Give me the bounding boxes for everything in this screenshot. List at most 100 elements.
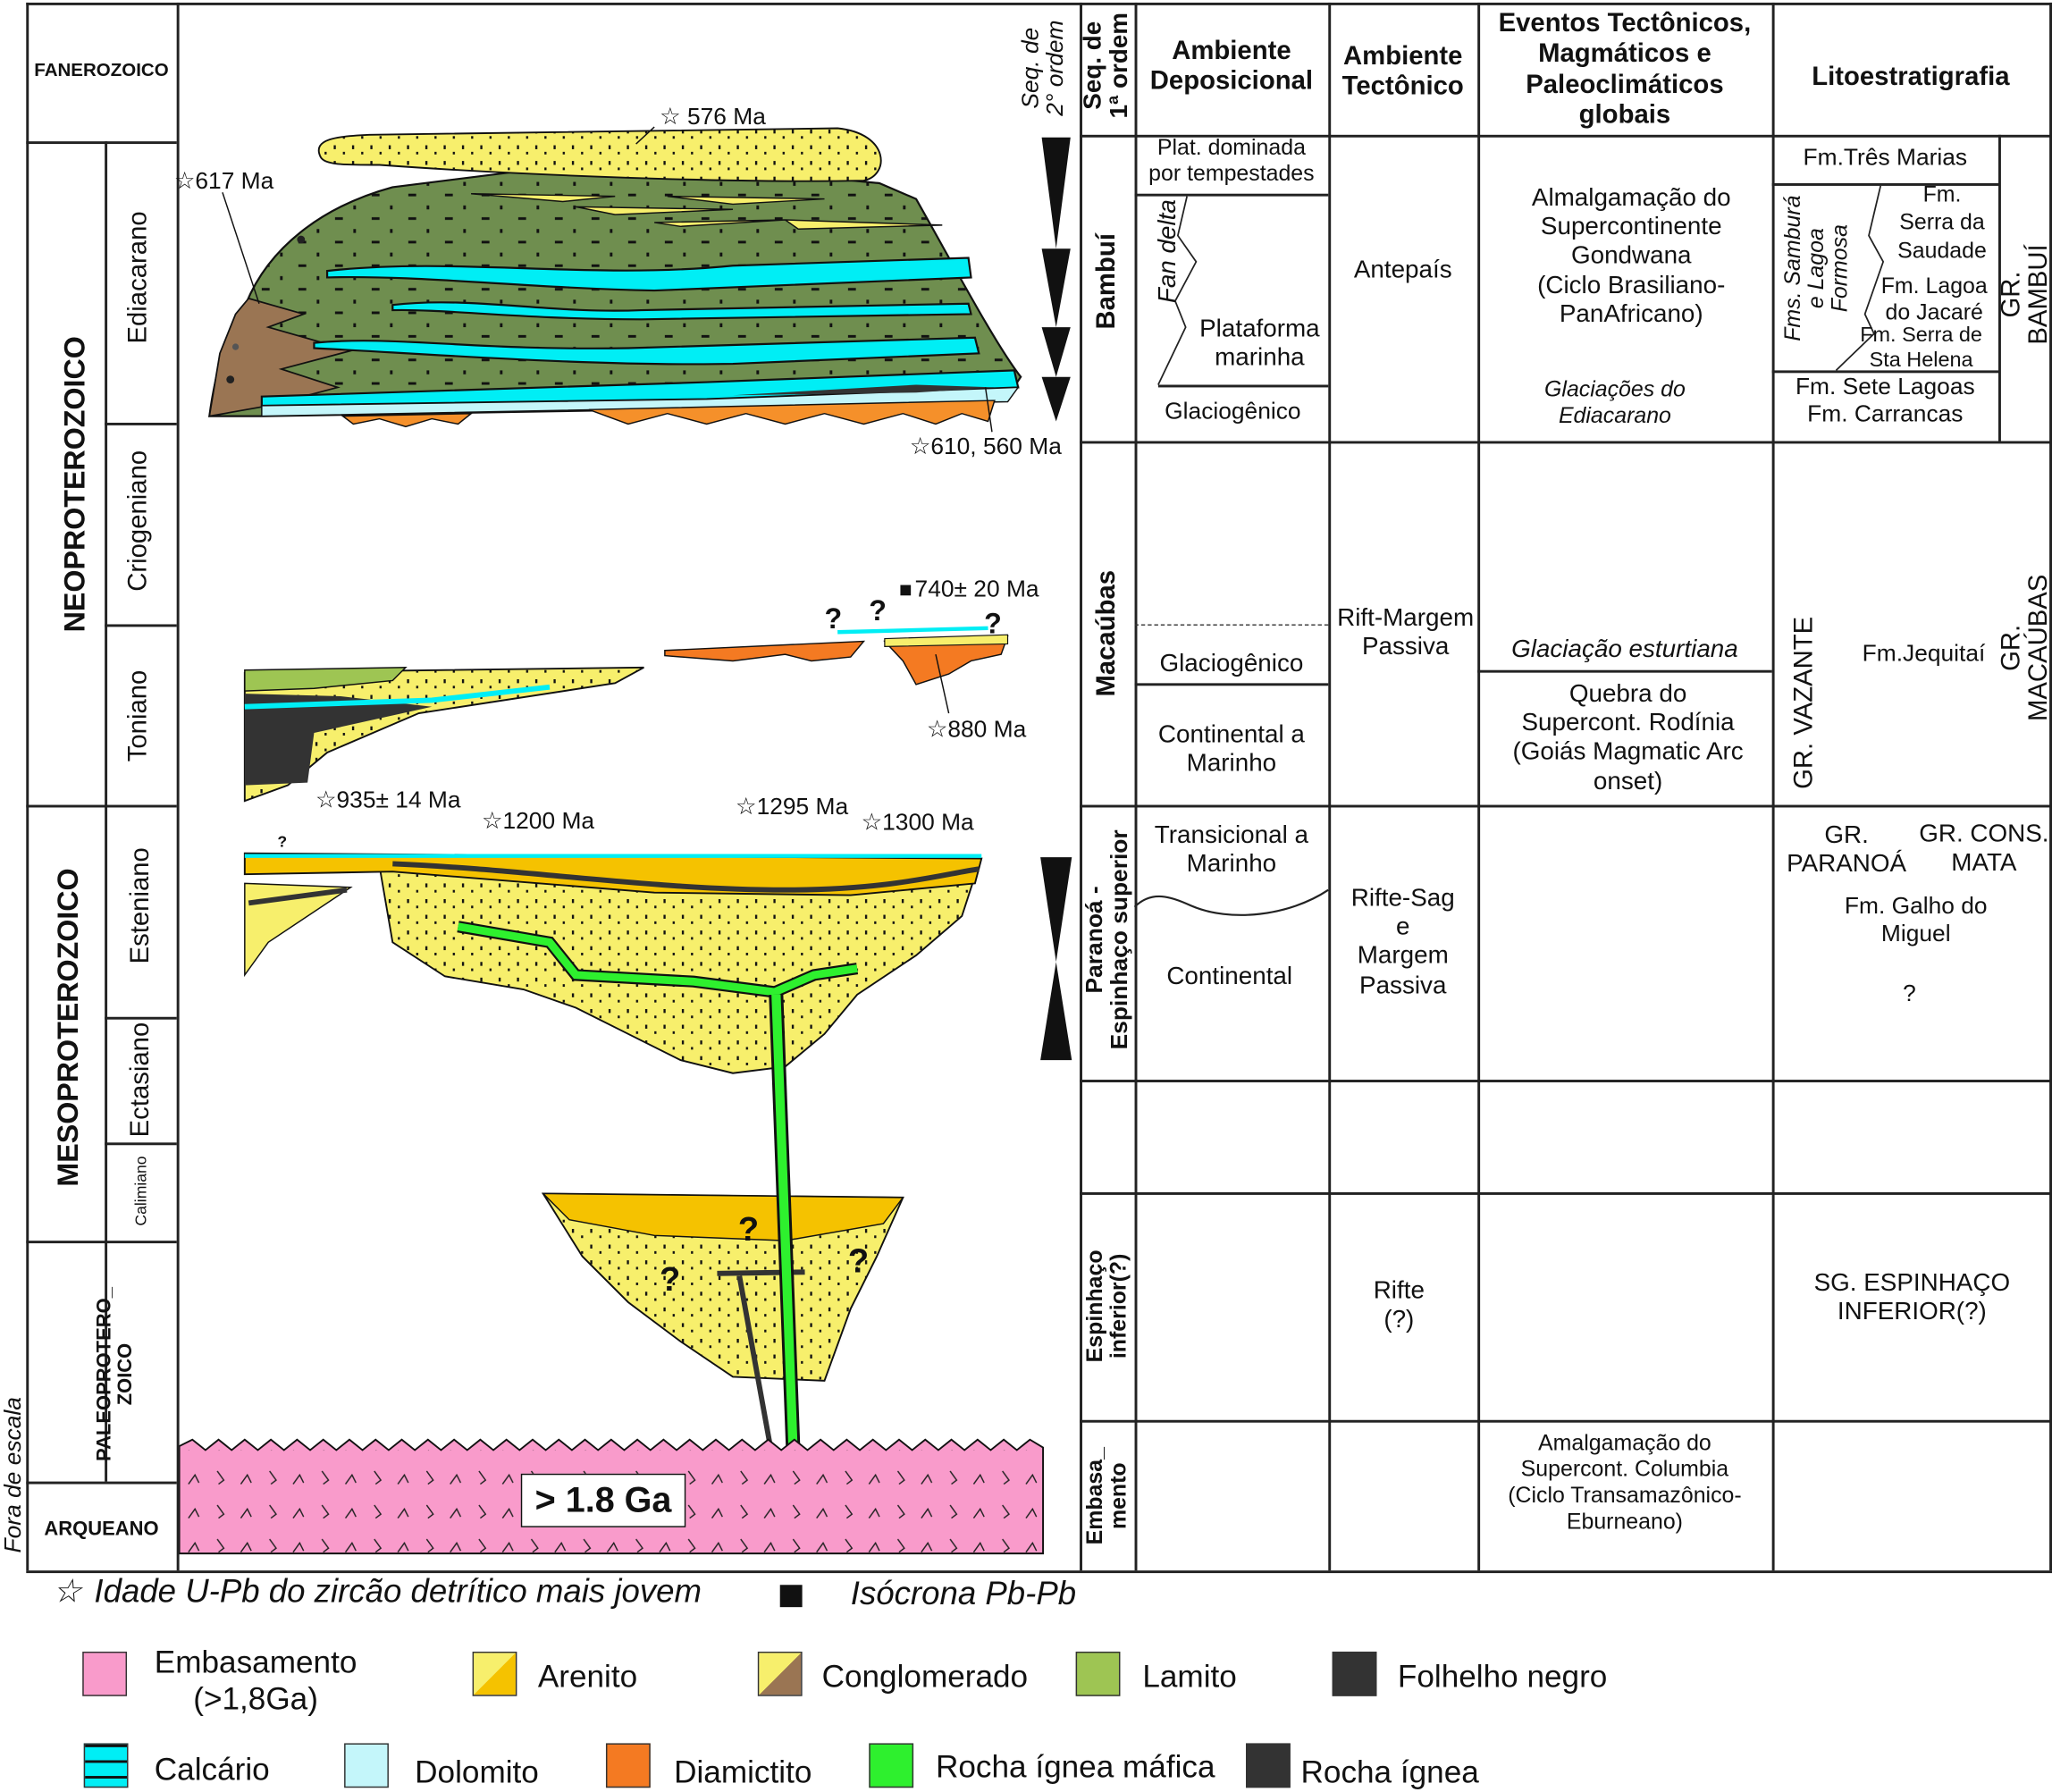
header-ambiente-tectonico: Ambiente Tectônico — [1341, 41, 1464, 102]
legend-square-label: Isócrona Pb-Pb — [850, 1576, 1077, 1613]
lito-gr-macaubas: GR. MACAÚBAS — [1997, 574, 2052, 722]
conglomerado-swatch-icon — [757, 1651, 803, 1696]
event-glaciacoes-ediacarano: Glaciações do Ediacarano — [1544, 376, 1686, 428]
lito-gr-cons-mata: GR. CONS. MATA — [1919, 820, 2049, 878]
legend-lamito: Lamito — [1142, 1659, 1237, 1695]
isochron-square-icon — [900, 585, 912, 596]
lito-serra-sta-helena: Fm. Serra de Sta Helena — [1860, 324, 1982, 373]
scale-note: Fora de escala — [0, 1397, 26, 1553]
legend-calcario: Calcário — [154, 1752, 270, 1788]
lito-serra-saudade: Fm. Serra da Saudade — [1897, 181, 1987, 263]
lito-gr-bambui: GR. BAMBUÍ — [1997, 244, 2052, 345]
header-eventos: Eventos Tectônicos, Magmáticos e Paleocl… — [1498, 9, 1752, 130]
seq-paranoa-espinhaco-superior: Paranoá - Espinhaço superior — [1081, 829, 1132, 1050]
sandstone-orange — [243, 852, 983, 896]
dolomite-band — [261, 386, 1020, 417]
age-label: ☆1200 Ma — [481, 807, 595, 834]
legend-rocha-ignea-mafica: Rocha ígnea máfica — [935, 1749, 1215, 1786]
lito-jequitai: Fm.Jequitaí — [1862, 640, 1986, 667]
diamictito-swatch-icon — [605, 1743, 651, 1788]
tect-rift-margem-passiva: Rift-Margem Passiva — [1337, 604, 1475, 661]
tect-rifte: Rifte (?) — [1373, 1277, 1425, 1334]
sequence-hourglass-icon — [1040, 857, 1072, 1061]
black-shale — [244, 694, 433, 786]
lito-sg-espinhaco-inferior: SG. ESPINHAÇO INFERIOR(?) — [1813, 1269, 2011, 1326]
black-shale-lens — [733, 384, 995, 396]
legend-arenito: Arenito — [537, 1659, 638, 1695]
age-label: ☆ 576 Ma — [660, 103, 766, 130]
dep-glaciogenico: Glaciogênico — [1159, 650, 1304, 678]
second-order-sequence-label: Seq. de 2° ordem — [1016, 20, 1068, 116]
period-ediacarano: Ediacarano — [123, 211, 153, 344]
dep-glaciogenico: Glaciogênico — [1165, 398, 1301, 425]
lito-sete-lagoas-carrancas: Fm. Sete Lagoas Fm. Carrancas — [1795, 373, 1975, 427]
period-calimiano: Calimiano — [131, 1156, 150, 1226]
limestone-band — [313, 336, 980, 366]
legend-star-symbol: ☆ — [52, 1573, 82, 1611]
tect-rifte-sag: Rifte-Sag e Margem Passiva — [1350, 884, 1455, 1000]
dep-continental: Continental — [1166, 963, 1293, 991]
legend-dolomito: Dolomito — [415, 1754, 539, 1791]
legend-star-label: Idade U-Pb do zircão detrítico mais jove… — [94, 1573, 702, 1611]
event-gondwana: Almalgamação do Supercontinente Gondwana… — [1531, 184, 1731, 329]
embasamento-swatch-icon — [82, 1651, 128, 1696]
legend-rocha-ignea: Rocha ígnea — [1300, 1754, 1479, 1791]
arenito-swatch-icon — [472, 1651, 517, 1696]
question-mark: ? — [277, 832, 288, 851]
header-litoestratigrafia: Litoestratigrafia — [1812, 63, 2010, 92]
dep-plataforma-tempestades: Plat. dominada por tempestades — [1148, 134, 1315, 186]
question-mark: ? — [869, 593, 887, 627]
folhelho-swatch-icon — [1332, 1651, 1377, 1696]
age-label: ☆1295 Ma — [735, 793, 849, 820]
lito-tres-marias: Fm.Três Marias — [1803, 144, 1968, 171]
age-label: ☆610, 560 Ma — [909, 433, 1062, 459]
event-columbia: Amalgamação do Supercont. Columbia (Cicl… — [1508, 1430, 1742, 1534]
lito-unknown: ? — [1903, 980, 1916, 1007]
seq-bambui: Bambuí — [1091, 233, 1122, 330]
period-ectasiano: Ectasiano — [126, 1022, 156, 1138]
dolomito-swatch-icon — [344, 1743, 389, 1788]
question-mark: ? — [737, 1209, 760, 1249]
sequence-arrow-icon — [1041, 137, 1071, 422]
question-mark: ? — [824, 602, 843, 635]
basement-age-label: > 1.8 Ga — [520, 1473, 686, 1527]
lito-gr-paranoa: GR. PARANOÁ — [1787, 821, 1907, 879]
era-neoproterozoico: NEOPROTEROZOICO — [58, 336, 91, 633]
legend-embasamento: Embasamento (>1,8Ga) — [154, 1645, 357, 1717]
calcario-swatch-icon — [83, 1743, 129, 1788]
age-label: ☆617 Ma — [173, 167, 274, 194]
seq-espinhaco-inferior: Espinhaço inferior(?) — [1082, 1249, 1131, 1363]
lamito-layer — [244, 667, 408, 692]
question-mark: ? — [847, 1241, 870, 1281]
period-criogeniano: Criogeniano — [123, 450, 153, 592]
limestone-band — [391, 301, 972, 321]
dep-continental-marinho: Continental a Marinho — [1157, 720, 1305, 778]
question-mark: ? — [984, 607, 1002, 641]
era-fanerozoico: FANEROZOICO — [34, 58, 169, 80]
era-paleoproterozoico: PALEOPROTERO_ ZOICO — [93, 1287, 137, 1461]
seq-macaubas: Macaúbas — [1091, 569, 1122, 697]
dep-transicional-marinho: Transicional a Marinho — [1154, 821, 1308, 879]
header-ambiente-deposicional: Ambiente Deposicional — [1149, 37, 1314, 97]
limestone-band — [325, 257, 972, 292]
rocha-ignea-mafica-swatch-icon — [869, 1743, 914, 1788]
age-label: ☆1300 Ma — [861, 808, 974, 836]
age-label: ☆880 Ma — [926, 715, 1027, 743]
dep-fan-delta: Fan delta — [1154, 199, 1182, 304]
diamictite — [588, 400, 996, 425]
era-arqueano: ARQUEANO — [44, 1518, 159, 1541]
limestone-line — [244, 684, 551, 710]
era-mesoproterozoico: MESOPROTEROZOICO — [51, 868, 85, 1187]
seq-embasamento: Embasa_ mento — [1082, 1447, 1131, 1545]
lito-sambura-lagoa-formosa: Fms. Samburá e Lagoa Formosa — [1779, 195, 1852, 341]
age-label: 740± 20 Ma — [914, 576, 1039, 602]
lito-galho-do-miguel: Fm. Galho do Miguel — [1844, 892, 1988, 946]
legend-diamictito: Diamictito — [674, 1754, 812, 1791]
lito-gr-vazante: GR. VAZANTE — [1789, 616, 1819, 789]
diamictite — [664, 640, 866, 662]
header-first-order-sequence: Seq. de 1ª ordem — [1080, 12, 1134, 119]
black-shale — [392, 861, 980, 893]
age-label: ☆935± 14 Ma — [315, 787, 461, 813]
